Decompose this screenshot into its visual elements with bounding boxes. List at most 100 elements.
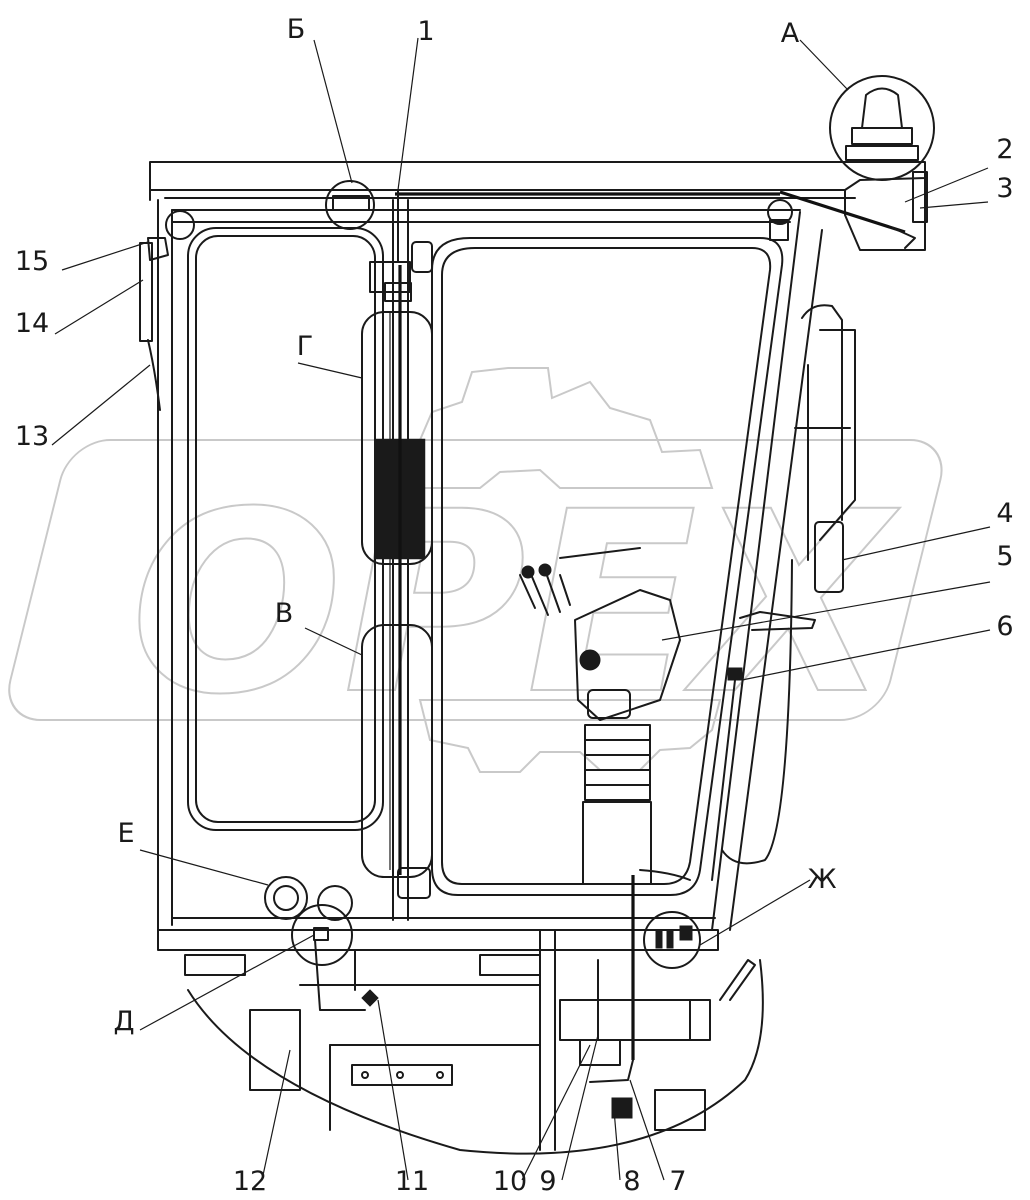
roof-overhang [844, 177, 926, 251]
harness-left-floor [314, 939, 366, 1011]
right-harness [711, 679, 736, 881]
wiper-blade [819, 329, 856, 541]
roof-light-b [332, 195, 370, 211]
detail-circles [264, 876, 701, 969]
beacon-base [851, 127, 913, 145]
view-label-b: Б [287, 14, 306, 45]
left-roof-lamp [165, 210, 195, 240]
right-lamp-mount [769, 219, 789, 241]
front-pillar [711, 211, 823, 931]
undercarriage [184, 929, 764, 1155]
callout-2: 2 [996, 134, 1013, 165]
view-label-e: Е [117, 818, 134, 849]
motor-block [639, 999, 711, 1041]
lever-right [719, 959, 756, 1001]
view-label-g: Г [297, 331, 313, 362]
labels: 1 2 3 4 5 6 7 8 9 10 11 12 13 14 15 А Б … [15, 14, 1014, 1197]
door-window-inner [441, 247, 772, 885]
callout-3: 3 [996, 173, 1013, 204]
boot-bellows [584, 739, 651, 786]
pulley-12 [249, 1009, 301, 1091]
control-levers [519, 569, 571, 616]
callout-13: 13 [15, 421, 49, 452]
watermark-frame [8, 439, 943, 721]
mount-center [479, 954, 541, 976]
callout-15: 15 [15, 246, 49, 277]
floor-harness [314, 875, 635, 1083]
view-label-v: В [275, 598, 294, 629]
harness-bend [589, 1059, 634, 1083]
relay-8 [611, 1097, 633, 1119]
cab-roof [149, 161, 926, 191]
view-label-zh: Ж [807, 864, 836, 895]
callout-8: 8 [623, 1166, 640, 1197]
channel-g [361, 311, 433, 565]
door-hinge-bottom [397, 867, 431, 899]
junction-box-1b [384, 282, 412, 302]
steering-column-boot [584, 724, 651, 801]
bracket-5 [739, 611, 816, 631]
beacon-detail-a [829, 75, 935, 249]
cutaway-boundary [187, 959, 764, 1155]
bolt-2 [396, 1071, 404, 1079]
beacon-mount [845, 145, 919, 161]
bolt-1 [361, 1071, 369, 1079]
detail-e-inner [273, 885, 299, 911]
callout-5: 5 [996, 541, 1013, 572]
view-label-d: Д [113, 1006, 134, 1037]
callout-9: 9 [539, 1166, 556, 1197]
detail-e-circle [264, 876, 308, 920]
channel-v [361, 624, 433, 878]
detail-zh-circle [643, 911, 701, 969]
callout-6: 6 [996, 611, 1013, 642]
callout-4: 4 [996, 498, 1013, 529]
beacon-dome [861, 87, 903, 129]
door-window [397, 237, 784, 899]
callout-10: 10 [493, 1166, 527, 1197]
pedal-link [639, 869, 691, 881]
cab-floor [157, 929, 719, 951]
leader-lines [51, 37, 991, 1181]
detail-d-circle [291, 904, 353, 966]
door-hinge-top [411, 241, 433, 273]
detail-d-part [313, 927, 329, 941]
frame-plate [351, 1064, 453, 1086]
dashboard-pod [574, 589, 681, 721]
bracket-10 [559, 999, 691, 1041]
harness-channels [361, 261, 433, 878]
left-side-parts [139, 210, 195, 411]
detail-e-adjacent [317, 885, 353, 921]
watermark-text: OPEX [130, 458, 900, 749]
connector-11 [361, 989, 379, 1007]
right-side-parts [711, 199, 856, 881]
roof-harness [325, 180, 906, 263]
clamp-9 [579, 1039, 621, 1066]
beacon-plate [912, 171, 928, 223]
steering-wheel-rim [559, 547, 641, 559]
right-roof-lamp [767, 199, 793, 225]
detail-a-circle [829, 75, 935, 181]
view-label-a: А [781, 18, 800, 49]
detail-zh-part-3 [679, 925, 693, 941]
nozzle-6 [727, 667, 743, 681]
lever-knob-2 [538, 563, 552, 577]
block-bottom-right [654, 1089, 706, 1131]
steering-console [519, 547, 691, 885]
detail-zh-part-2 [666, 929, 674, 949]
callout-7: 7 [669, 1166, 686, 1197]
junction-box-1 [369, 261, 411, 293]
callout-14: 14 [15, 308, 49, 339]
bolt-3 [436, 1071, 444, 1079]
dashboard-display [587, 689, 631, 719]
door-window-outer [431, 237, 784, 896]
washer-hose [721, 304, 843, 865]
beacon-bracket [892, 227, 916, 249]
detail-b-circle [325, 180, 375, 230]
ignition-switch [579, 649, 601, 671]
callout-12: 12 [233, 1166, 267, 1197]
roof-harness-to-beacon [779, 190, 906, 234]
washer-reservoir-4 [814, 521, 844, 593]
lever-knob-1 [521, 565, 535, 579]
